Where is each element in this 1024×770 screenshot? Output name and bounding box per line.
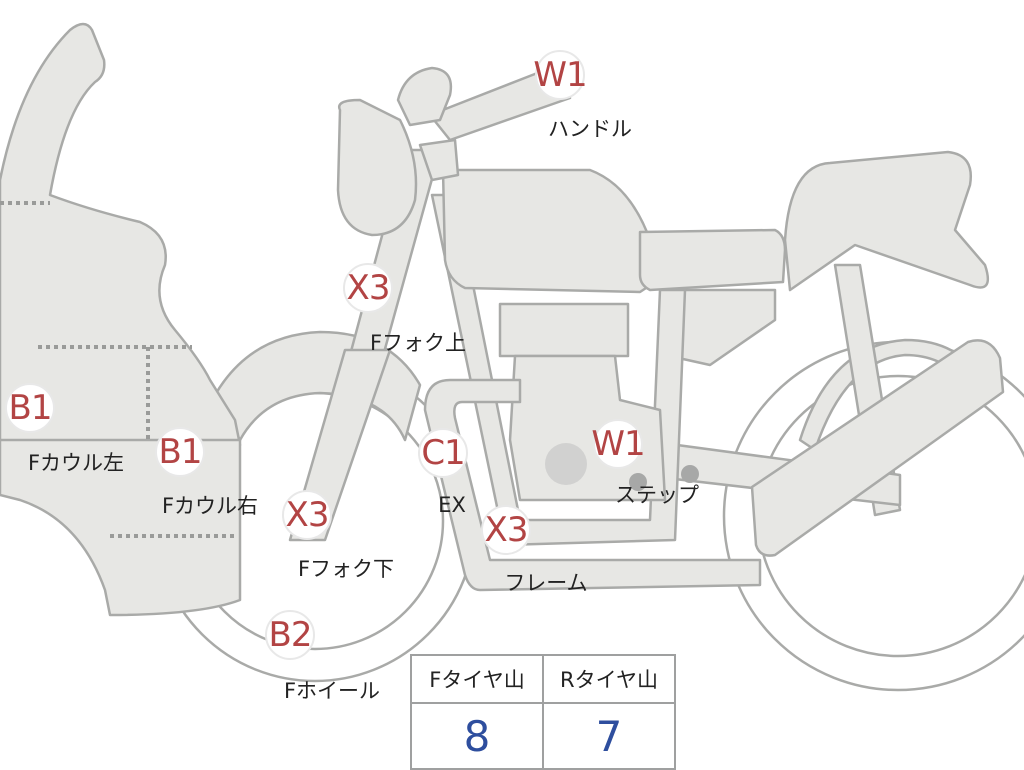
fuel-tank	[441, 168, 657, 294]
cowl-left-grade-badge: B1	[5, 383, 55, 433]
tire-tread-table: Fタイヤ山 Rタイヤ山 8 7	[410, 654, 676, 770]
frame-top	[418, 138, 460, 182]
front-tire-value: 8	[410, 702, 544, 770]
frame-grade-badge: X3	[481, 505, 531, 555]
step-peg-front	[629, 473, 647, 491]
engine-cover	[545, 443, 587, 485]
step-label: ステップ	[615, 483, 699, 507]
handle-label: ハンドル	[548, 117, 632, 141]
engine-head	[498, 302, 630, 358]
step-peg-rear	[681, 465, 699, 483]
cowl-left-label: Fカウル左	[27, 451, 125, 475]
handle-grade-badge: W1	[533, 50, 588, 100]
muffler	[750, 339, 1005, 557]
fork-upper-label: Fフォク上	[369, 331, 467, 355]
front-cowl-lower	[0, 438, 242, 617]
front-cowl-upper	[0, 22, 242, 447]
frame-label: フレーム	[504, 571, 588, 595]
fork-lower-grade-badge: X3	[282, 490, 332, 540]
mirror	[396, 66, 453, 127]
fork-lower-label: Fフォク下	[297, 557, 395, 581]
headlight	[336, 98, 418, 237]
cowl-right-label: Fカウル右	[161, 494, 259, 518]
rear-tire-header: Rタイヤ山	[542, 654, 676, 704]
front-wheel-label: Fホイール	[283, 679, 381, 703]
tire-tread-header-row: Fタイヤ山 Rタイヤ山	[410, 654, 676, 704]
cowl-right-grade-badge: B1	[155, 427, 205, 477]
front-wheel-grade-badge: B2	[265, 610, 315, 660]
rear-tire-value: 7	[542, 702, 676, 770]
step-grade-badge: W1	[591, 419, 646, 469]
tire-tread-value-row: 8 7	[410, 702, 676, 770]
seat-rear	[783, 150, 990, 292]
exhaust-label: EX	[438, 493, 466, 517]
front-tire-header: Fタイヤ山	[410, 654, 544, 704]
exhaust-pipe	[423, 378, 762, 592]
fork-upper-grade-badge: X3	[343, 263, 393, 313]
seat-front	[638, 228, 787, 292]
exhaust-grade-badge: C1	[418, 428, 468, 478]
